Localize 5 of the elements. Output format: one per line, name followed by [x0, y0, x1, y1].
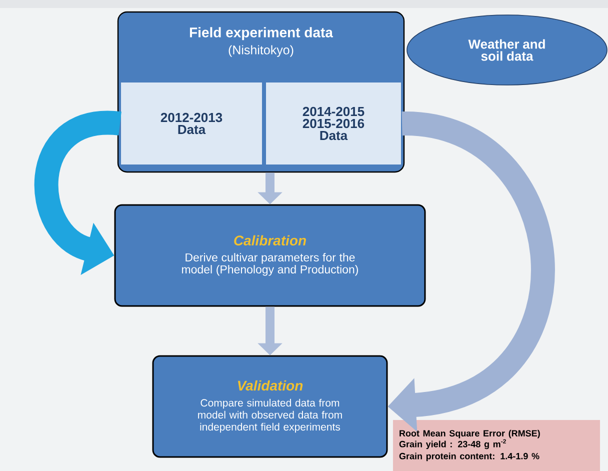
data-cell: 2012-2013 Data [120, 82, 263, 166]
data-cell: 2014-2015 2015-2016 Data [265, 82, 402, 166]
process-box: Calibration Derive cultivar parameters for the model (Phenology and Production) [114, 204, 426, 307]
result-box: Root Mean Square Error (RMSE) Grain yield : 23-48 g m$^{-2}$ Grain protein content: 1.4-1.9 % [393, 420, 600, 471]
process-box: Validation Compare simulated data from model with observed data from independent field experiments [152, 355, 388, 458]
